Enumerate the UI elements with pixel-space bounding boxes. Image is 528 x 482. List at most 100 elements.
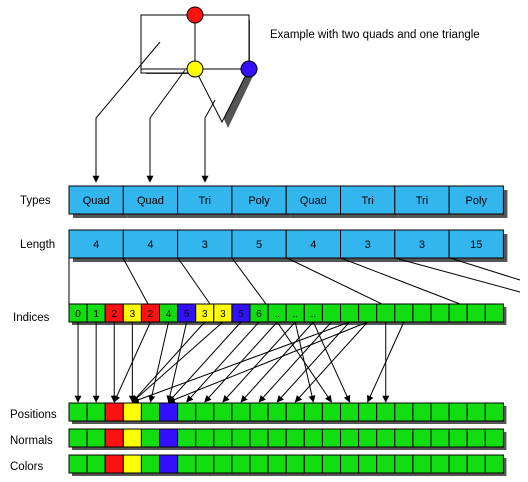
color-cell-box: [358, 454, 378, 474]
index-arrow: [168, 321, 242, 403]
length-cell: 4: [68, 229, 128, 262]
normal-cell: [358, 428, 378, 448]
length-line-7: [394, 257, 521, 293]
length-cell-box: [122, 229, 179, 259]
position-cell-box: [430, 402, 450, 422]
normal-cell-box: [122, 428, 142, 448]
position-cell-box: [484, 402, 504, 422]
length-cell-label: 4: [147, 239, 153, 251]
length-cell-label: 4: [93, 239, 99, 251]
index-arrow: [312, 321, 351, 403]
color-cell: [249, 454, 269, 474]
position-cell-box: [376, 402, 396, 422]
indices-label: Indices: [13, 312, 50, 324]
normal-cell: [321, 428, 341, 448]
length-cell: 3: [394, 229, 454, 262]
length-cell-box: [231, 229, 287, 259]
indices-to-positions-arrows: [74, 321, 405, 404]
color-cell: [430, 454, 450, 474]
color-cell-box: [122, 454, 142, 474]
position-cell-box: [213, 402, 233, 422]
arrow-quad-1: [92, 41, 161, 183]
normal-cell-box: [68, 428, 88, 448]
length-cell-label: 3: [365, 239, 371, 251]
position-cell-box: [249, 402, 269, 422]
color-cell-box: [430, 454, 450, 474]
length-cell-label: 4: [310, 239, 316, 251]
positions-label: Positions: [10, 409, 57, 421]
length-cell: 4: [122, 229, 182, 262]
index-cell-box: [466, 303, 486, 323]
color-cell: [321, 454, 341, 474]
color-cell: [466, 454, 486, 474]
color-cell-box: [159, 454, 179, 474]
normal-cell-box: [249, 428, 269, 448]
position-cell-box: [104, 402, 124, 422]
color-cell: [213, 454, 233, 474]
color-cell: [68, 454, 88, 474]
index-cell: ..: [267, 303, 287, 323]
index-arrow: [276, 321, 350, 403]
vertex-yellow: [186, 60, 204, 78]
type-cell-label: Poly: [466, 195, 488, 207]
type-cell-box: [177, 185, 233, 215]
length-cell-label: 3: [202, 239, 208, 251]
position-cell-box: [140, 402, 160, 422]
colors-label: Colors: [10, 461, 44, 473]
color-cell-box: [267, 454, 287, 474]
normals-label: Normals: [10, 435, 53, 447]
position-cell: [159, 402, 179, 422]
index-cell: 4: [159, 303, 179, 323]
vertex-red: [186, 6, 204, 24]
index-arrow: [148, 321, 170, 403]
color-cell-box: [86, 454, 106, 474]
type-cell-box: [285, 185, 342, 215]
normal-cell: [122, 428, 142, 448]
color-cell: [412, 454, 432, 474]
length-cell-label: 3: [419, 239, 425, 251]
normal-cell: [412, 428, 432, 448]
index-cell: [448, 303, 468, 323]
normal-cell: [177, 428, 197, 448]
position-cell: [340, 402, 360, 422]
position-cell: [195, 402, 215, 422]
index-cell-box: [448, 303, 468, 323]
position-cell: [249, 402, 269, 422]
normal-cell: [448, 428, 468, 448]
color-cell-box: [303, 454, 323, 474]
index-cell-label: 6: [256, 309, 262, 320]
normal-cell-box: [394, 428, 414, 448]
index-cell-label: ..: [311, 309, 317, 320]
length-cell-box: [394, 229, 450, 259]
index-cell-label: 5: [238, 309, 244, 320]
diagram-caption: Example with two quads and one triangle: [270, 29, 480, 41]
normal-cell: [140, 428, 160, 448]
normal-cell-box: [159, 428, 179, 448]
triangle-face: [194, 68, 250, 124]
index-cell: 6: [249, 303, 269, 323]
position-cell-box: [321, 402, 341, 422]
color-cell-box: [484, 454, 504, 474]
position-cell: [231, 402, 251, 422]
arrow-tri: [201, 99, 216, 183]
normal-cell: [466, 428, 486, 448]
quad-face-right-top: [194, 14, 250, 70]
index-cell: [321, 303, 341, 323]
position-cell-box: [177, 402, 197, 422]
index-arrow: [240, 321, 314, 403]
normal-cell: [340, 428, 360, 448]
length-line-8: [449, 257, 521, 281]
index-cell: [466, 303, 486, 323]
position-cell-box: [394, 402, 414, 422]
index-cell-label: 1: [93, 309, 99, 320]
normal-cell-box: [412, 428, 432, 448]
position-cell: [466, 402, 486, 422]
index-cell-box: [358, 303, 378, 323]
normal-cell-box: [358, 428, 378, 448]
type-cell-label: Tri: [361, 195, 373, 207]
color-cell-box: [249, 454, 269, 474]
index-cell-box: [484, 303, 504, 323]
normal-cell-box: [231, 428, 251, 448]
length-line-6: [340, 257, 461, 305]
type-cell: Poly: [448, 185, 508, 218]
